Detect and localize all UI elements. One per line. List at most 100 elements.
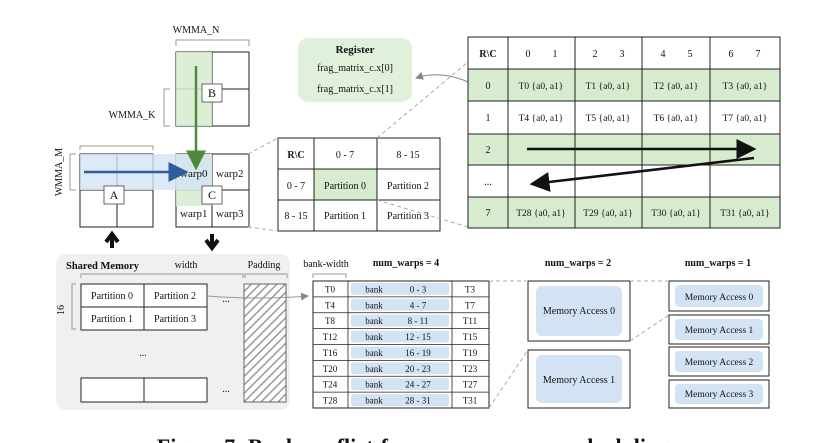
bank-left-thread: T4	[325, 300, 335, 310]
big-cell-1-3: T7 {a0, a1}	[723, 114, 768, 124]
label-c: C	[208, 188, 216, 202]
big-cell-0-3: T3 {a0, a1}	[723, 82, 768, 92]
wmma-k-label: WMMA_K	[109, 110, 156, 121]
bank-label: bank	[365, 380, 383, 390]
sm-to-bank-arrow	[206, 292, 309, 301]
sm-ellipsis-1: ...	[222, 294, 230, 305]
small-row0: 0 - 7	[287, 181, 305, 192]
bank-label: bank	[365, 348, 383, 358]
bank-range: 8 - 11	[408, 316, 429, 326]
bank-range: 28 - 31	[405, 396, 431, 406]
warps2-title: num_warps = 2	[545, 258, 611, 269]
small-corner: R\C	[287, 150, 304, 161]
warps4-title: num_warps = 4	[373, 258, 439, 269]
padding-label: Padding	[248, 260, 281, 271]
big-cell-0-1: T1 {a0, a1}	[586, 82, 631, 92]
register-line2: frag_matrix_c.x[1]	[317, 84, 393, 95]
thread-register-table: R\C 0 1 2 3 4 5 6 7 0 T0 {a0, a1} T1 {a0…	[467, 36, 781, 229]
bank-left-thread: T20	[323, 364, 338, 374]
brace-wmma-n	[175, 39, 250, 46]
big-row1-label: 1	[486, 113, 491, 124]
figure-caption: Figure 7: Bank conflict-free memory acce…	[157, 434, 669, 443]
big-cell-1-0: T4 {a0, a1}	[519, 114, 564, 124]
bank-right-thread: T23	[463, 364, 478, 374]
sm-ellipsis-2: ...	[222, 384, 230, 395]
big-cell-0-2: T2 {a0, a1}	[654, 82, 699, 92]
bank-cell-bg	[351, 283, 449, 295]
bank-left-thread: T12	[323, 332, 338, 342]
bank-range: 24 - 27	[405, 380, 431, 390]
big-col3-a: 6	[729, 49, 734, 60]
sm-cell-1-0: Partition 1	[91, 314, 133, 325]
wmma-diagram: WMMA_N WMMA_K WMMA_M B A C warp0 warp2 w…	[54, 25, 250, 252]
big-col0-a: 0	[526, 49, 531, 60]
bank-cell-bg	[351, 298, 449, 311]
bank-right-thread: T15	[463, 332, 478, 342]
row-return-arrow	[529, 156, 755, 192]
bank-right-thread: T7	[465, 300, 475, 310]
big-cell-0-0: T0 {a0, a1}	[519, 82, 564, 92]
bank-width-label: bank-width	[303, 259, 349, 270]
big-col0-b: 1	[553, 49, 558, 60]
sm-cell-0-0: Partition 0	[91, 291, 133, 302]
brace-wmma-k	[163, 88, 170, 127]
warps2-block-1: Memory Access 1	[543, 375, 615, 386]
big-col2-a: 4	[661, 49, 666, 60]
big-col3-b: 7	[756, 49, 761, 60]
wmma-n-label: WMMA_N	[173, 25, 220, 36]
big-cell-1-2: T6 {a0, a1}	[654, 114, 699, 124]
big-cell-4-3: T31 {a0, a1}	[720, 209, 769, 219]
register-link-arrow	[415, 71, 469, 83]
bank-range: 4 - 7	[410, 300, 427, 310]
bank-cell-bg	[351, 394, 449, 406]
brace-wmma-m	[69, 153, 76, 191]
bank-left-thread: T0	[325, 284, 335, 294]
bank-left-thread: T24	[323, 380, 338, 390]
big-col1-b: 3	[620, 49, 625, 60]
small-partition-table: R\C 0 - 7 8 - 15 0 - 7 8 - 15 Partition …	[277, 137, 441, 232]
sm-cell-1-1: Partition 3	[154, 314, 196, 325]
bank-right-thread: T27	[463, 380, 478, 390]
padding-hatch	[243, 283, 287, 403]
warps2-panel: num_warps = 2 Memory Access 0 Memory Acc…	[527, 258, 631, 409]
bank-range: 0 - 3	[410, 284, 427, 294]
big-cell-4-0: T28 {a0, a1}	[516, 209, 565, 219]
big-cell-4-2: T30 {a0, a1}	[651, 209, 700, 219]
big-corner: R\C	[479, 49, 496, 60]
small-col1: 8 - 15	[396, 150, 419, 161]
bank-left-thread: T28	[323, 396, 338, 406]
bank-cell-bg	[351, 346, 449, 359]
label-b: B	[208, 86, 216, 100]
bank-row: T24 bank 24 - 27 T27	[313, 375, 489, 391]
big-row3-label: ...	[484, 177, 492, 188]
warps1-block-1: Memory Access 1	[685, 326, 754, 336]
big-cell-4-1: T29 {a0, a1}	[583, 209, 632, 219]
up-arrow	[104, 230, 120, 248]
warps2-block-0: Memory Access 0	[543, 306, 615, 317]
width-label: width	[175, 260, 198, 271]
small-cell-1-0: Partition 1	[324, 211, 366, 222]
small-col0: 0 - 7	[336, 150, 354, 161]
big-col1-a: 2	[593, 49, 598, 60]
bank-left-thread: T16	[323, 348, 338, 358]
bank-cell-bg	[351, 378, 449, 391]
warp2-label: warp2	[216, 168, 244, 180]
wmma-m-label: WMMA_M	[54, 148, 65, 196]
register-box: Register frag_matrix_c.x[0] frag_matrix_…	[298, 38, 412, 102]
warps1-title: num_warps = 1	[685, 258, 751, 269]
small-row1: 8 - 15	[284, 211, 307, 222]
bank-label: bank	[365, 396, 383, 406]
warp1-label: warp1	[180, 208, 208, 220]
register-line1: frag_matrix_c.x[0]	[317, 63, 393, 74]
bank-right-thread: T11	[463, 316, 477, 326]
warps1-panel: num_warps = 1 Memory Access 0 Memory Acc…	[668, 258, 770, 409]
